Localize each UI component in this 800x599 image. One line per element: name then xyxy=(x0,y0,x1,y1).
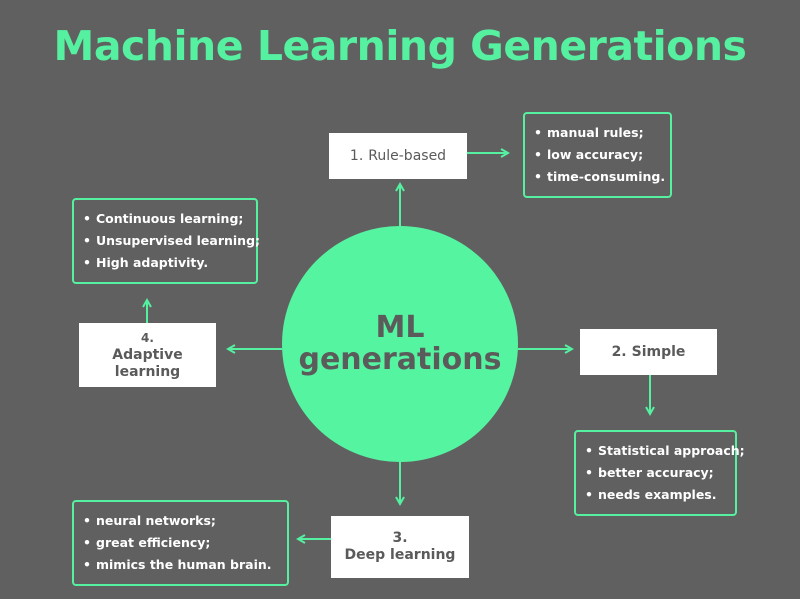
generation-box-adaptive-learning: 4. Adaptive learning xyxy=(79,323,216,387)
generation-number: 3. xyxy=(392,530,408,546)
generation-number: 4. xyxy=(141,330,154,345)
generation-label: Rule-based xyxy=(368,147,447,164)
details-box-rule-based: manual rules; low accuracy; time-consumi… xyxy=(523,112,672,198)
detail-item: High adaptivity. xyxy=(83,252,256,274)
detail-item: Statistical approach; xyxy=(585,440,745,462)
generation-label: Adaptive learning xyxy=(112,346,183,380)
details-box-simple: Statistical approach; better accuracy; n… xyxy=(574,430,745,516)
detail-item: time-consuming. xyxy=(534,166,670,188)
generation-number: 2. xyxy=(611,343,627,360)
details-box-deep-learning: neural networks; great efficiency; mimic… xyxy=(72,500,289,586)
center-label-line2: generations xyxy=(298,342,502,377)
generation-number: 1. xyxy=(349,147,364,164)
generation-label: Deep learning xyxy=(344,547,456,563)
detail-item: Continuous learning; xyxy=(83,208,256,230)
detail-item: Unsupervised learning; xyxy=(83,230,260,252)
detail-item: low accuracy; xyxy=(534,144,670,166)
detail-item: mimics the human brain. xyxy=(83,554,287,576)
detail-item: needs examples. xyxy=(585,484,735,506)
detail-item: neural networks; xyxy=(83,510,287,532)
center-circle: ML generations xyxy=(282,226,518,462)
detail-item: manual rules; xyxy=(534,122,670,144)
generation-label: Simple xyxy=(631,343,686,360)
center-label-line1: ML xyxy=(375,310,425,345)
detail-item: better accuracy; xyxy=(585,462,735,484)
details-box-adaptive-learning: Continuous learning; Unsupervised learni… xyxy=(72,198,260,284)
generation-box-deep-learning: 3. Deep learning xyxy=(331,516,469,578)
generation-box-rule-based: 1. Rule-based xyxy=(329,133,467,179)
diagram-title: Machine Learning Generations xyxy=(53,22,747,70)
detail-item: great efficiency; xyxy=(83,532,287,554)
generation-box-simple: 2. Simple xyxy=(580,329,717,375)
